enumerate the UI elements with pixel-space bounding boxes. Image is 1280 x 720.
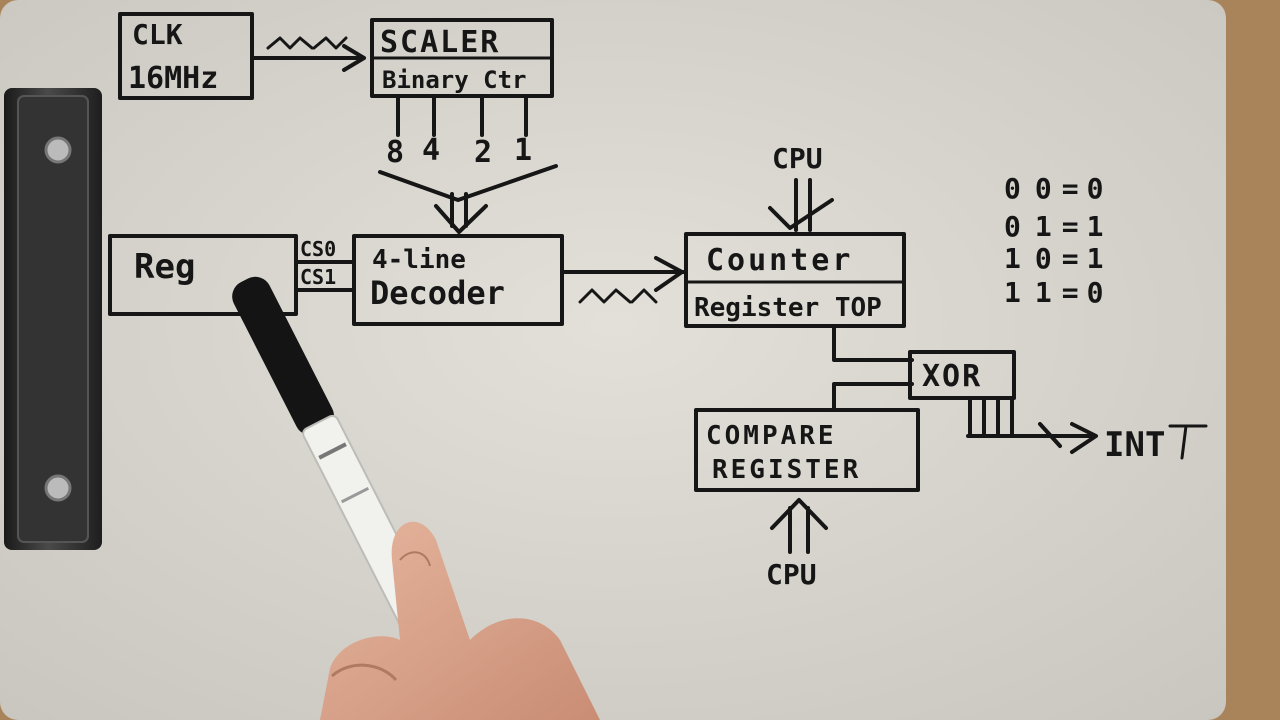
xor-output-lines (966, 396, 1092, 438)
tap-label-4: 4 (422, 133, 440, 168)
decoder-waveform-icon (578, 288, 658, 304)
register-label: REGISTER (712, 455, 861, 485)
compare-register-box (694, 408, 920, 492)
int-overline-icon (1168, 424, 1208, 460)
tap-label-8: 8 (386, 135, 404, 170)
scaler-label: SCALER (380, 25, 500, 60)
board-clip (4, 88, 102, 550)
marker-cap-icon (232, 276, 334, 436)
compare-to-xor-line (832, 382, 914, 410)
tap-label-1: 1 (514, 133, 532, 168)
reg-label: Reg (134, 247, 195, 287)
decoder-title: 4-line (372, 245, 466, 275)
reg-box (108, 234, 298, 316)
cpu-bottom-label: CPU (766, 558, 817, 591)
hand-icon (320, 521, 600, 720)
cpu-bottom-arrow (770, 498, 828, 554)
cpu-top-label: CPU (772, 142, 823, 175)
clip-rivet-top-icon (44, 136, 72, 164)
counter-box (684, 232, 906, 328)
counter-to-xor-line (832, 324, 914, 362)
counter-label: Counter (706, 243, 853, 278)
decoder-label: Decoder (370, 274, 505, 312)
clock-waveform-icon (266, 36, 348, 50)
int-arrow (1038, 422, 1098, 454)
register-top-label: Register TOP (694, 293, 882, 323)
decoder-box (352, 234, 564, 326)
compare-label: COMPARE (706, 421, 837, 451)
clock-frequency-label: 16MHz (128, 61, 218, 96)
clock-label: CLK (132, 18, 183, 51)
tap-label-2: 2 (474, 135, 492, 170)
scaler-subtitle: Binary Ctr (382, 66, 527, 94)
int-label: INT (1104, 425, 1165, 465)
cpu-top-arrow (768, 178, 834, 232)
taps-down-arrow (434, 192, 488, 234)
xor-box (908, 350, 1016, 400)
cs0-label: CS0 (300, 237, 336, 261)
taps-converge-icon (378, 164, 558, 202)
clock-to-scaler-arrow (252, 44, 366, 72)
cs1-label: CS1 (300, 265, 336, 289)
clip-rivet-bottom-icon (44, 474, 72, 502)
xor-label: XOR (922, 359, 982, 394)
hand-with-marker (232, 276, 600, 720)
decoder-to-counter-arrow (562, 256, 686, 292)
whiteboard (0, 0, 1226, 720)
clock-box (118, 12, 254, 100)
